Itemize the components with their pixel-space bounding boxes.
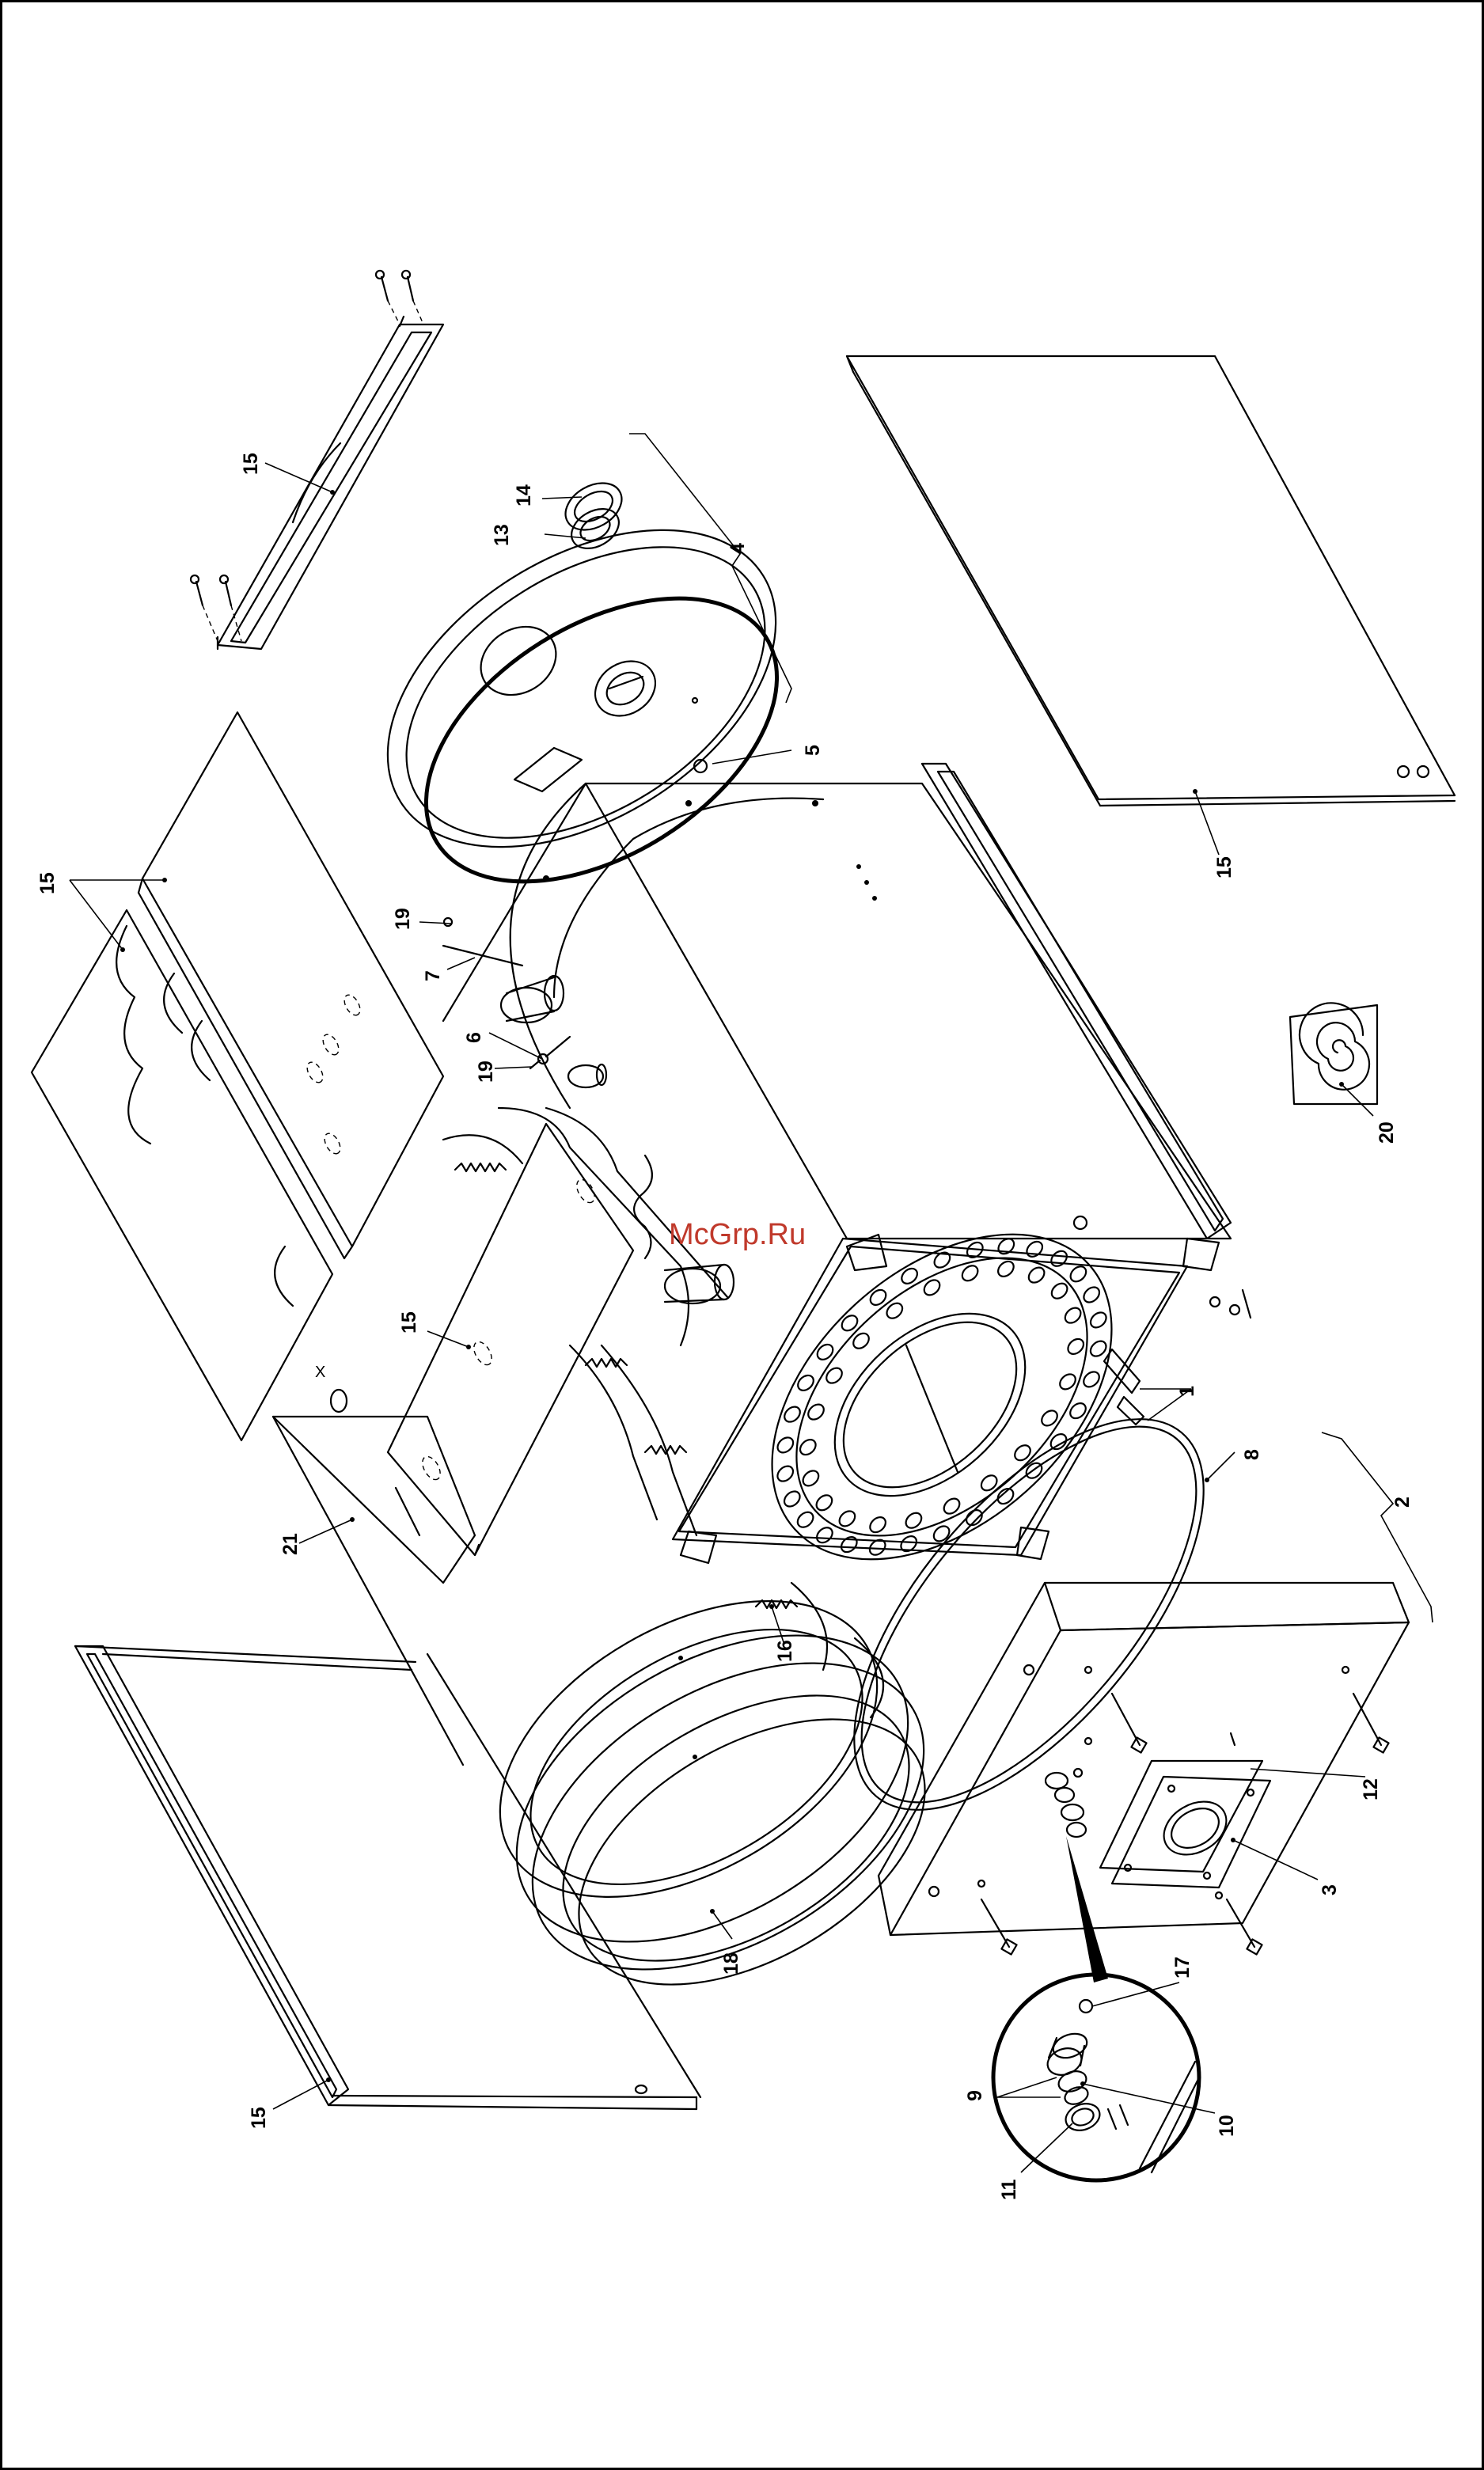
spiral-insert <box>1290 1003 1377 1104</box>
burner-hole <box>903 1510 924 1531</box>
callout-2: 2 <box>1391 1497 1414 1508</box>
burner-hole <box>814 1492 835 1513</box>
burner-hole <box>781 1404 803 1425</box>
callout-3: 3 <box>1319 1884 1341 1895</box>
top-bracket-panel <box>218 317 443 649</box>
burner-holes <box>775 1235 1110 1558</box>
door-bracket-line <box>629 434 791 703</box>
watermark-text: McGrp.Ru <box>669 1218 806 1251</box>
center-bracket-panel <box>388 1124 633 1555</box>
main-cabinet-body <box>443 764 1231 1239</box>
callout-4: 4 <box>727 543 749 554</box>
callout-15-left: 15 <box>36 872 59 894</box>
burner-hole <box>867 1514 889 1535</box>
leader-lines <box>70 463 1433 2172</box>
burner-hole <box>775 1435 796 1456</box>
burner-hole <box>995 1258 1016 1280</box>
callout-15-center: 15 <box>398 1311 420 1334</box>
callout-13: 13 <box>491 524 513 546</box>
heating-coil-rings <box>449 1540 976 2039</box>
burner-mounting-plate <box>1100 1761 1270 1888</box>
callout-20: 20 <box>1376 1121 1398 1144</box>
burner-hole <box>1087 1310 1109 1331</box>
burner-hole <box>1024 1239 1046 1260</box>
housing-bolts <box>981 1694 1389 1955</box>
burner-hole <box>797 1436 818 1458</box>
callout-16: 16 <box>774 1640 796 1662</box>
callout-18: 18 <box>720 1952 742 1975</box>
burner-housing <box>879 1583 1409 1935</box>
callout-10: 10 <box>1216 2115 1238 2137</box>
burner-hole <box>781 1489 803 1510</box>
x-mark: X <box>315 1364 325 1381</box>
callout-1: 1 <box>1176 1386 1198 1397</box>
burner-hole <box>1068 1263 1089 1284</box>
right-side-panel <box>847 356 1455 806</box>
burner-hole <box>1081 1284 1103 1306</box>
callout-14: 14 <box>513 484 535 507</box>
burner-hole <box>1062 1305 1084 1326</box>
callout-6: 6 <box>463 1032 485 1043</box>
nozzle-stack <box>1046 1769 1086 1837</box>
callout-11: 11 <box>998 2179 1020 2200</box>
burner-hole <box>800 1468 822 1489</box>
sight-glass-rings <box>557 473 630 556</box>
burner-hole <box>805 1402 826 1423</box>
burner-hole <box>838 1534 860 1555</box>
door-seal-ring <box>791 1361 1266 1868</box>
bottom-left-base <box>273 1390 475 1765</box>
callout-8: 8 <box>1241 1449 1263 1460</box>
burner-hole <box>1049 1248 1070 1269</box>
burner-hole <box>775 1463 796 1485</box>
callout-19-top: 19 <box>392 908 414 930</box>
burner-hole <box>1026 1265 1047 1286</box>
small-fittings <box>443 918 1251 1425</box>
callout-21: 21 <box>279 1533 302 1555</box>
detail-pointer <box>1066 1836 1108 1982</box>
callout-19-mid: 19 <box>475 1060 497 1083</box>
callout-15-bottom: 15 <box>248 2107 270 2129</box>
callout-15-right: 15 <box>1213 856 1235 878</box>
bottom-left-panel <box>75 1646 700 2109</box>
burner-hole <box>837 1508 858 1530</box>
callout-5: 5 <box>802 745 824 756</box>
burner-hole <box>1087 1338 1109 1360</box>
burner-hole <box>1065 1336 1087 1357</box>
callout-15-top: 15 <box>240 453 262 475</box>
burner-hole <box>814 1524 835 1546</box>
burner-hole <box>1049 1281 1070 1302</box>
burner-hole <box>959 1262 981 1284</box>
callout-12: 12 <box>1360 1778 1382 1800</box>
callout-17: 17 <box>1171 1956 1194 1979</box>
left-outer-panel <box>32 910 332 1440</box>
callout-9: 9 <box>964 2090 986 2101</box>
burner-hole <box>795 1509 816 1531</box>
burner-hole <box>1057 1372 1078 1393</box>
left-top-panel <box>139 712 443 1258</box>
callout-7: 7 <box>422 970 444 981</box>
burner-hole <box>1080 1369 1102 1391</box>
top-screws <box>191 271 423 641</box>
